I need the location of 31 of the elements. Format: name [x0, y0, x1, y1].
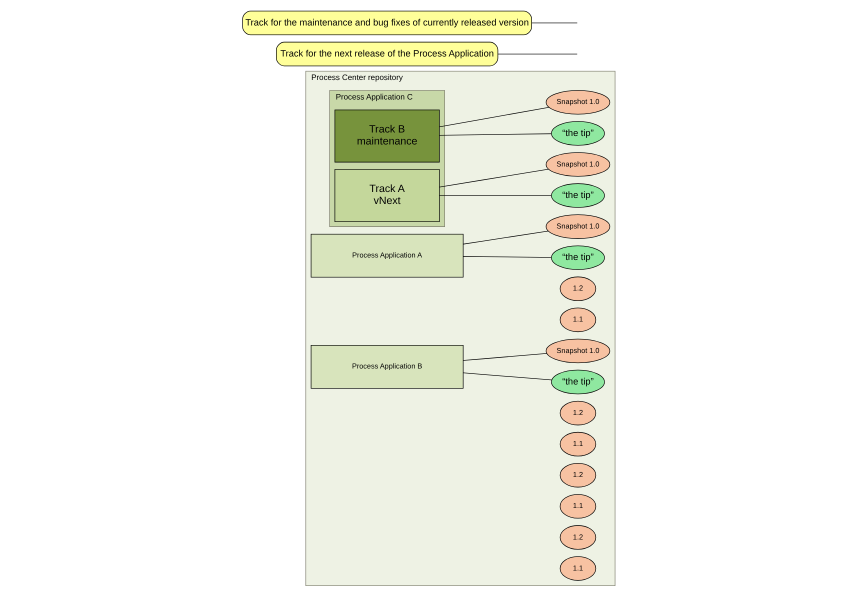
- node-ellipse: 1.1: [559, 556, 596, 581]
- connector: [530, 22, 578, 24]
- connector: [438, 195, 551, 196]
- node-box: Process Application B: [310, 344, 463, 389]
- connector: [462, 256, 552, 258]
- node-ellipse: “the tip”: [550, 183, 604, 208]
- connector: [438, 168, 548, 188]
- connector: [462, 230, 548, 244]
- node-ellipse: 1.1: [559, 494, 596, 519]
- node-box: Track for the maintenance and bug fixes of currently released version: [242, 10, 532, 36]
- node-ellipse: 1.1: [559, 308, 596, 332]
- node-box: Track A vNext: [334, 169, 440, 222]
- connector: [462, 372, 552, 380]
- node-ellipse: Snapshot 1.0: [545, 214, 610, 239]
- node-ellipse: 1.1: [559, 432, 596, 456]
- node-ellipse: Snapshot 1.0: [545, 90, 610, 115]
- node-ellipse: 1.2: [559, 525, 596, 550]
- node-ellipse: 1.2: [559, 276, 596, 301]
- node-ellipse: Snapshot 1.0: [545, 152, 610, 177]
- node-ellipse: “the tip”: [550, 121, 604, 146]
- node-box: Process Application A: [310, 234, 463, 278]
- node-ellipse: 1.2: [559, 400, 596, 426]
- node-ellipse: 1.2: [559, 463, 596, 488]
- node-ellipse: Snapshot 1.0: [545, 338, 610, 364]
- node-box: Track B maintenance: [334, 110, 440, 162]
- connector: [462, 353, 547, 361]
- connector: [438, 107, 549, 128]
- node-ellipse: “the tip”: [550, 370, 604, 394]
- node-ellipse: “the tip”: [550, 245, 604, 270]
- node-box: Track for the next release of the Process Application: [276, 42, 498, 66]
- connector: [438, 133, 551, 136]
